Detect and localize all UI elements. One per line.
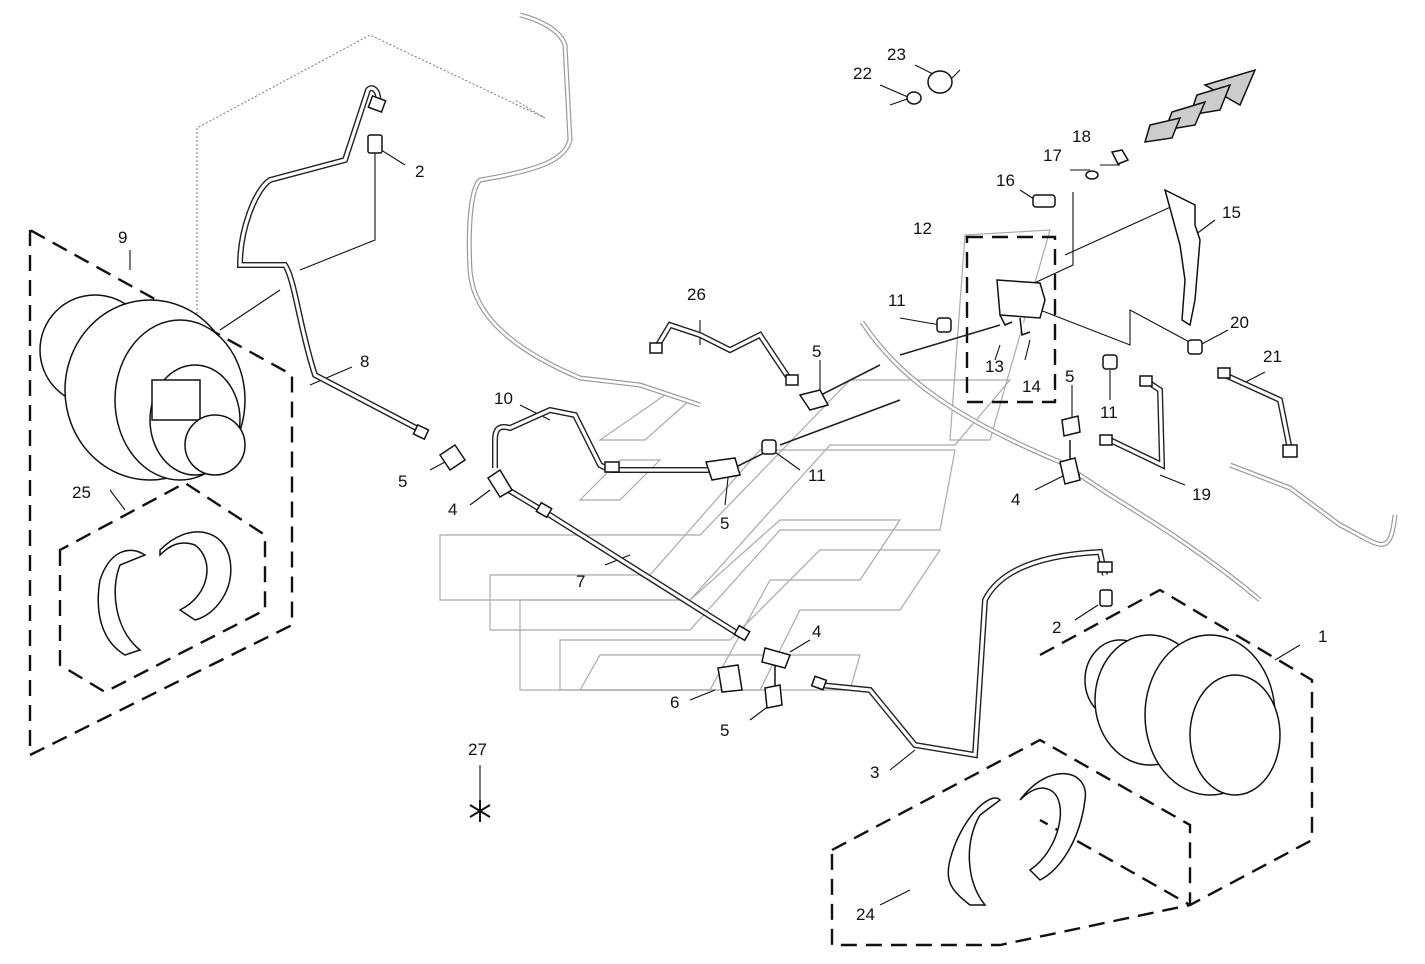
label-2-lower: 2 <box>1052 618 1061 637</box>
ghost-pipe-right <box>859 320 1398 602</box>
label-18: 18 <box>1072 127 1091 146</box>
watermark-logo <box>439 229 1051 691</box>
label-2-upper: 2 <box>415 162 424 181</box>
label-10: 10 <box>494 389 513 408</box>
label-4-right: 4 <box>1011 490 1020 509</box>
asterisk-marker <box>469 800 491 822</box>
label-25: 25 <box>72 483 91 502</box>
pipe-8 <box>236 85 422 433</box>
label-26: 26 <box>687 285 706 304</box>
label-27: 27 <box>468 740 487 759</box>
label-16: 16 <box>996 171 1015 190</box>
pipe-21 <box>1223 372 1293 451</box>
label-6: 6 <box>670 693 679 712</box>
label-14: 14 <box>1022 377 1041 396</box>
label-21: 21 <box>1263 347 1282 366</box>
brake-shoes-right <box>947 773 1087 906</box>
right-wheel-hub <box>1084 634 1281 796</box>
fittings <box>367 70 1298 709</box>
label-8: 8 <box>360 352 369 371</box>
group-12-boundary <box>965 235 1057 404</box>
forward-direction-arrow <box>1143 68 1257 143</box>
label-11-upper: 11 <box>888 291 906 310</box>
left-wheel-hub <box>39 294 246 481</box>
group-24-boundary <box>830 738 1192 947</box>
label-4-left: 4 <box>448 500 457 519</box>
label-5-right: 5 <box>1065 367 1074 386</box>
label-13: 13 <box>985 357 1004 376</box>
pipe-10 <box>492 406 710 473</box>
label-3: 3 <box>870 763 879 782</box>
label-22: 22 <box>853 64 872 83</box>
label-24: 24 <box>856 905 875 924</box>
label-5-left: 5 <box>398 472 407 491</box>
group-1-boundary <box>1039 588 1314 907</box>
label-20: 20 <box>1230 313 1249 332</box>
group-9-boundary <box>28 228 294 757</box>
brake-shoes-left <box>97 531 232 656</box>
label-9: 9 <box>118 228 127 247</box>
pipe-3 <box>819 548 1108 759</box>
label-11-right: 11 <box>1100 403 1118 422</box>
pipe-7 <box>498 482 742 638</box>
label-23: 23 <box>887 45 906 64</box>
pipe-19 <box>1108 377 1166 470</box>
label-12: 12 <box>913 219 932 238</box>
label-7: 7 <box>576 572 585 591</box>
label-11-mid: 11 <box>808 466 826 485</box>
part-labels: 1 2 2 3 4 4 4 5 5 5 5 5 6 7 8 9 10 11 11… <box>72 45 1327 924</box>
label-5-lower: 5 <box>720 721 729 740</box>
label-5-mid: 5 <box>720 514 729 533</box>
leader-lines <box>109 64 1301 906</box>
pipe-26 <box>652 321 793 382</box>
group-25-boundary <box>58 481 267 694</box>
label-5-upper: 5 <box>812 342 821 361</box>
label-19: 19 <box>1192 485 1211 504</box>
reference-dotted-lines <box>196 34 546 350</box>
label-17: 17 <box>1043 146 1062 165</box>
label-4-mid: 4 <box>812 622 821 641</box>
label-1: 1 <box>1318 627 1327 646</box>
label-15: 15 <box>1222 203 1241 222</box>
ghost-pipe-upper <box>466 12 701 408</box>
